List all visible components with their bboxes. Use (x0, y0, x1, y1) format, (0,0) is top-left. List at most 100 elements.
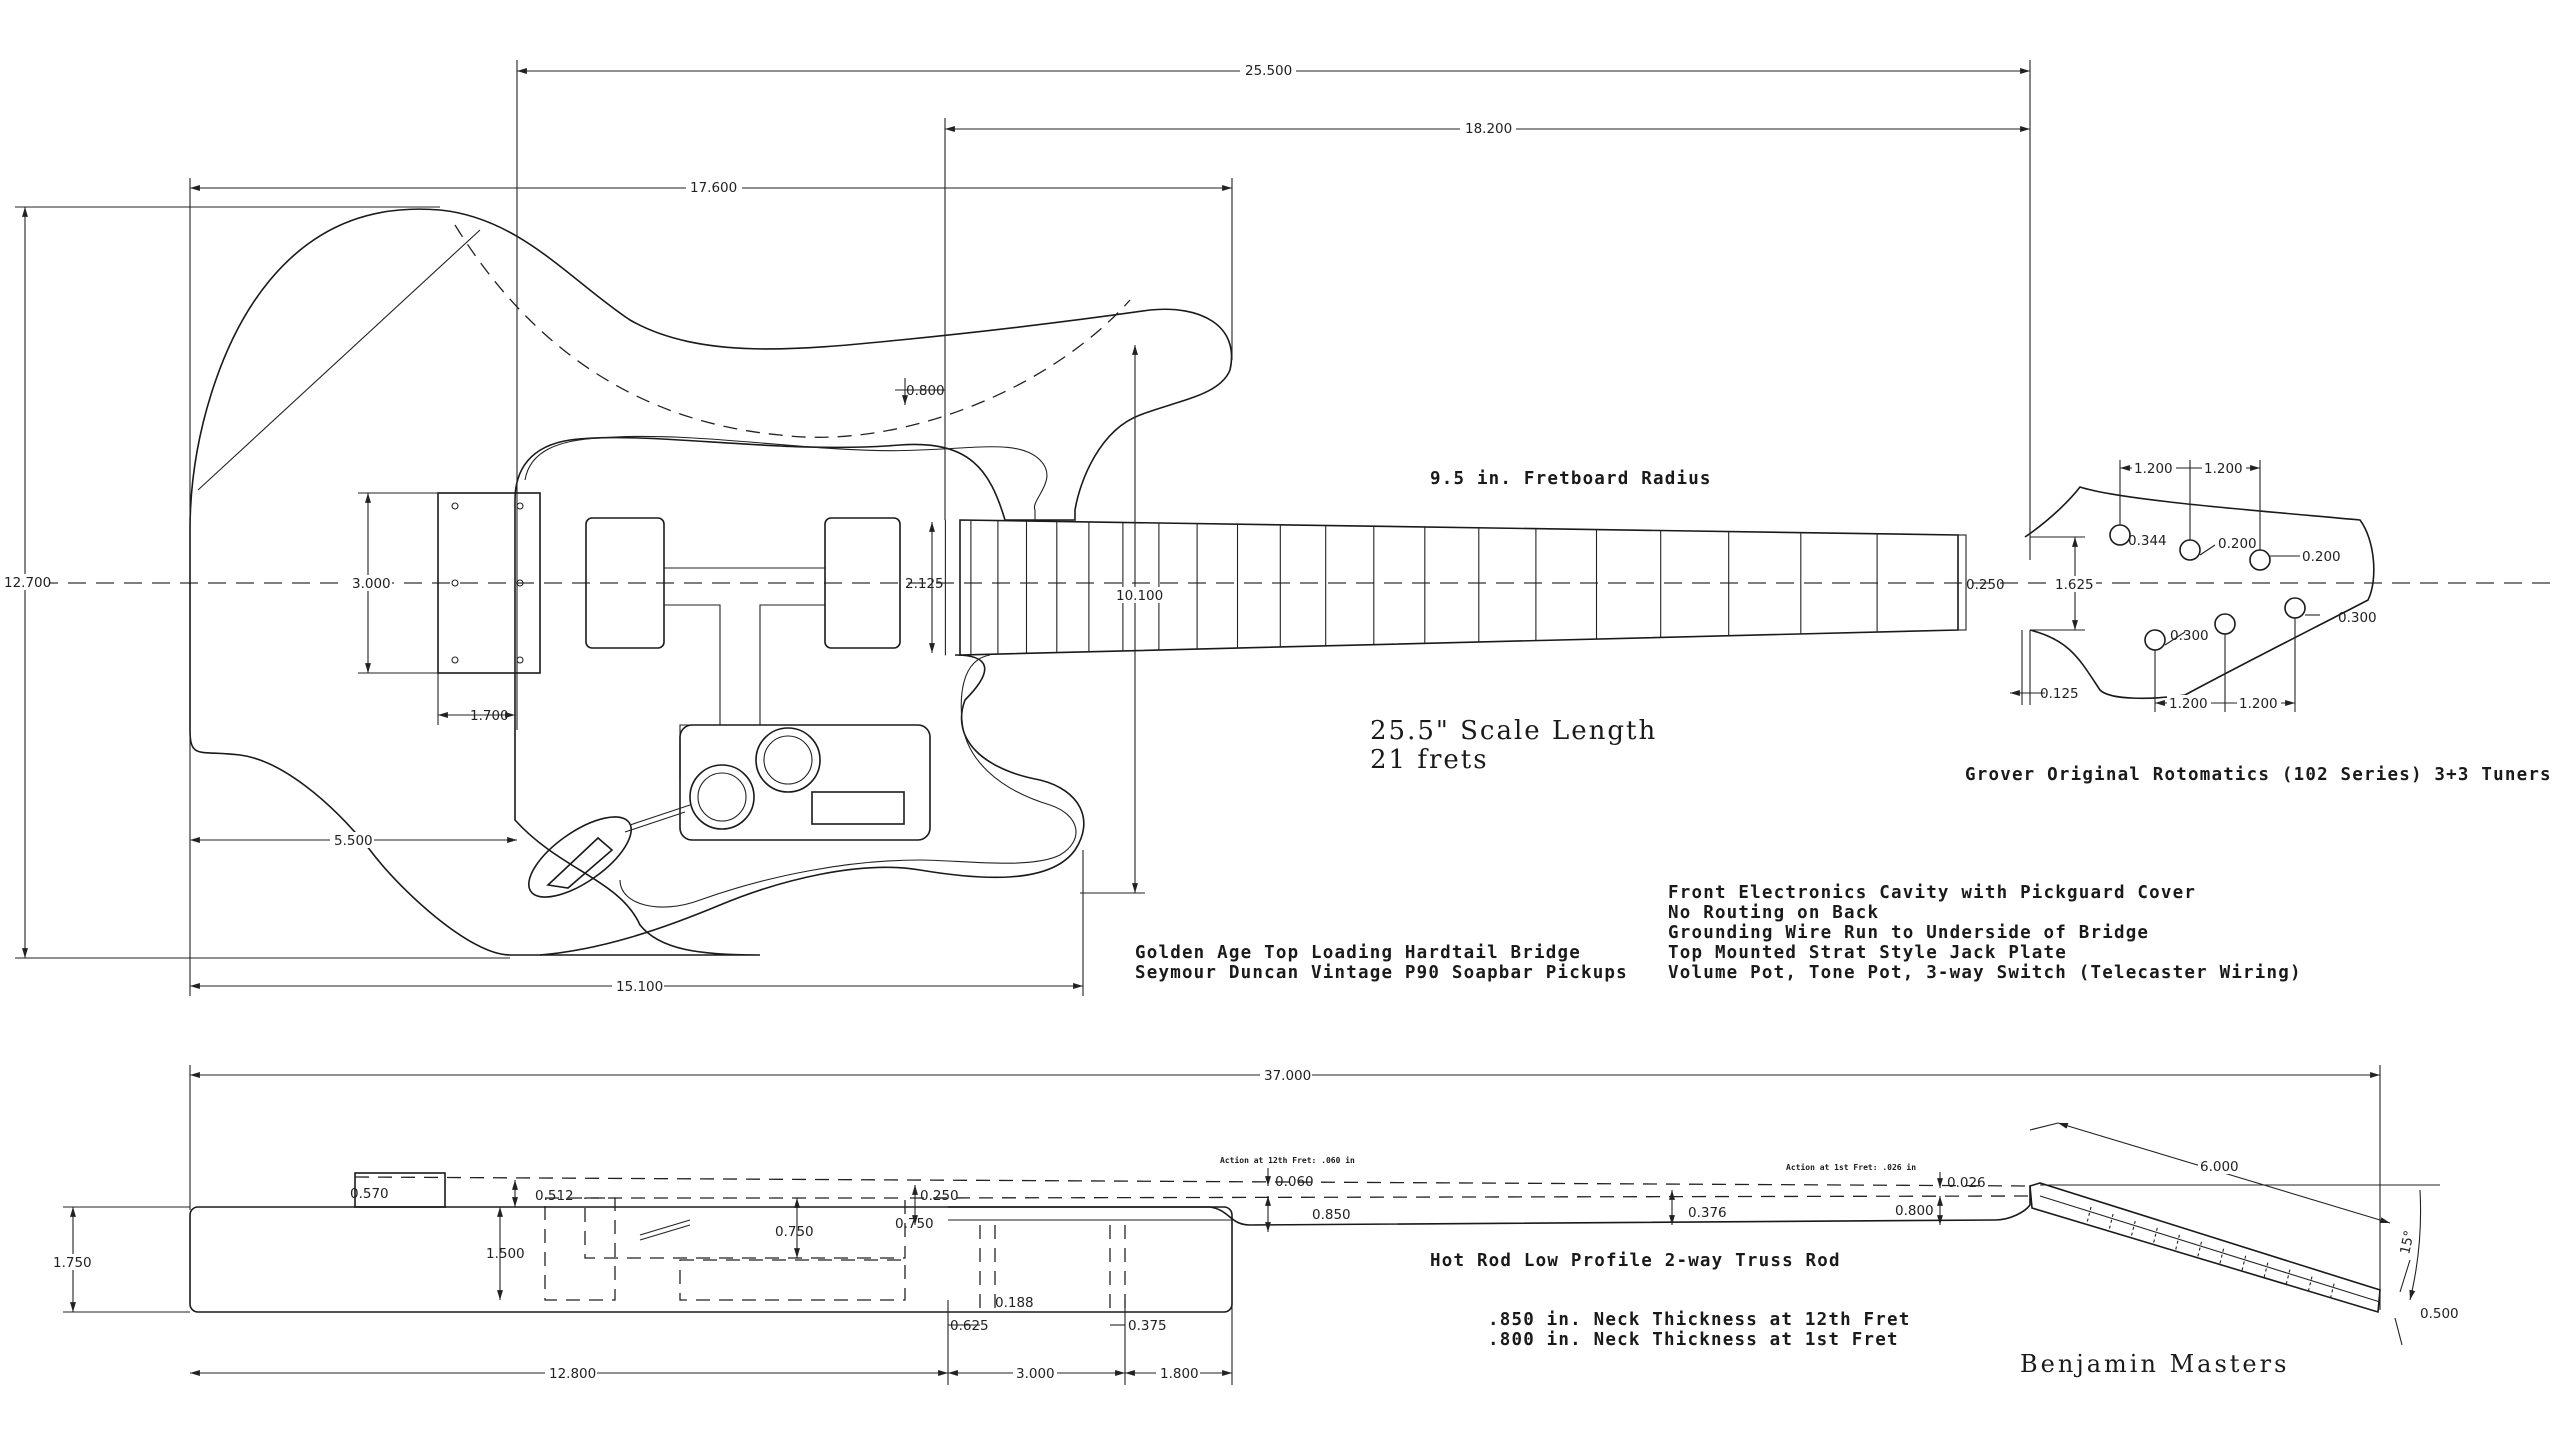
bridge-screw (516, 656, 524, 664)
neck-12th-note: .850 in. Neck Thickness at 12th Fret (1488, 1310, 1911, 1330)
control-cavity-side (679, 1259, 906, 1301)
dim-label: 1.700 (470, 708, 509, 724)
dim-label: 0.250 (1966, 577, 2005, 593)
top-view: 25.500 18.200 17.600 12.700 3.000 1.700 … (2, 60, 2555, 996)
tuner-hole-5 (2214, 613, 2236, 635)
dim-label: 12.800 (549, 1366, 596, 1382)
neck-1st-note: .800 in. Neck Thickness at 1st Fret (1488, 1330, 1899, 1350)
jack-wire (629, 804, 691, 826)
dim-label: 37.000 (1264, 1068, 1311, 1084)
dim-label: 1.200 (2204, 461, 2243, 477)
dim-label: 12.700 (4, 575, 51, 591)
frets (944, 519, 1878, 656)
pickup-cavity-side (584, 1197, 906, 1259)
pickguard-lower (619, 654, 1077, 908)
dim-label: 15.100 (616, 979, 663, 995)
fretboard-radius-note: 9.5 in. Fretboard Radius (1430, 469, 1712, 489)
dim-label: 0.344 (2128, 533, 2167, 549)
volume-pot-inner (697, 772, 747, 822)
tuner-hole-1 (2109, 524, 2131, 546)
tuner-mark (2086, 1206, 2092, 1224)
dim-label: 0.800 (1895, 1203, 1934, 1219)
neck-pickup (824, 517, 901, 649)
dim-label: 18.200 (1465, 121, 1512, 137)
tuner-mark (2329, 1283, 2335, 1300)
body-side (189, 1206, 1233, 1313)
dim-label: 0.060 (1275, 1174, 1314, 1190)
dim-label: 0.800 (906, 383, 945, 399)
dim-label: 25.500 (1245, 63, 1292, 79)
dim-label: 1.200 (2134, 461, 2173, 477)
action-12th-note: Action at 12th Fret: .060 in (1220, 1155, 1355, 1165)
dim-label: 1.500 (486, 1246, 525, 1262)
tuner-hole-4 (2284, 597, 2306, 619)
electronics-note-2: No Routing on Back (1668, 903, 1879, 923)
dim-label: 0.625 (950, 1318, 989, 1334)
dim-label: 0.750 (775, 1224, 814, 1240)
tuner-hole-6 (2144, 629, 2166, 651)
headstock-outline (2024, 486, 2375, 700)
wire-channel-right (759, 604, 825, 726)
bridge-screw (451, 579, 459, 587)
neck-outline (959, 519, 1959, 656)
dim-label: 0.512 (535, 1188, 574, 1204)
control-cavity (679, 724, 931, 841)
action-1st-note: Action at 1st Fret: .026 in (1786, 1162, 1916, 1172)
jack-plate (528, 816, 632, 898)
side-view: 37.000 1.750 0.570 0.512 (50, 1065, 2459, 1385)
dim-label: 0.026 (1947, 1175, 1986, 1191)
bridge-pickup (585, 517, 665, 649)
arm-bevel-line (197, 229, 481, 491)
dim-label: 0.188 (995, 1295, 1034, 1311)
electronics-note-5: Volume Pot, Tone Pot, 3-way Switch (Tele… (1668, 963, 2302, 983)
wire-channel (664, 604, 721, 780)
body-outline (189, 208, 1233, 956)
tuner-mark (2241, 1255, 2247, 1272)
dim-label: 0.750 (895, 1216, 934, 1232)
tuners-note: Grover Original Rotomatics (102 Series) … (1965, 765, 2552, 785)
string-line (354, 1176, 2031, 1187)
dim-label: 17.600 (690, 180, 737, 196)
bridge-side (354, 1172, 446, 1208)
tuner-mark (2263, 1262, 2269, 1279)
headstock-side (2029, 1182, 2381, 1314)
dim-label: 0.300 (2170, 628, 2209, 644)
dim-label: 10.100 (1116, 588, 1163, 604)
tuner-mark (2152, 1227, 2158, 1245)
tuner-hole-2 (2179, 539, 2201, 561)
dim-label: 1.200 (2239, 696, 2278, 712)
bridge-screw (451, 502, 459, 510)
electronics-note-4: Top Mounted Strat Style Jack Plate (1668, 943, 2067, 963)
dim-label: 0.375 (1128, 1318, 1167, 1334)
dim-label: 6.000 (2200, 1159, 2239, 1175)
pickguard-outline (524, 435, 1048, 520)
neck-side (948, 1186, 2031, 1226)
scale-length-note: 25.5" Scale Length (1370, 716, 1657, 746)
bridge-screw (516, 502, 524, 510)
tone-pot (755, 727, 821, 793)
pickup-cavity-side (544, 1197, 616, 1301)
tuner-mark (2285, 1269, 2291, 1286)
frets-note: 21 frets (1370, 745, 1489, 775)
bridge-note: Golden Age Top Loading Hardtail Bridge (1135, 943, 1581, 963)
pickups-note: Seymour Duncan Vintage P90 Soapbar Picku… (1135, 963, 1628, 983)
selector-switch (811, 791, 905, 825)
dim-label: 1.800 (1160, 1366, 1199, 1382)
dim-label: 0.250 (920, 1188, 959, 1204)
dim-label: 0.570 (350, 1186, 389, 1202)
tuner-mark (2108, 1213, 2114, 1231)
volume-pot (689, 764, 755, 830)
dim-label: 5.500 (334, 833, 373, 849)
dim-label: 2.125 (905, 576, 944, 592)
dim-label: 0.500 (2420, 1306, 2459, 1322)
dim-label: 0.300 (2338, 610, 2377, 626)
dim-label: 0.850 (1312, 1207, 1351, 1223)
fingerboard-top (909, 1195, 2031, 1199)
electronics-note-1: Front Electronics Cavity with Pickguard … (1668, 883, 2196, 903)
dim-label: 1.625 (2055, 577, 2094, 593)
tuner-mark (2130, 1220, 2136, 1238)
tuner-mark (2196, 1241, 2203, 1258)
electronics-note-3: Grounding Wire Run to Underside of Bridg… (1668, 923, 2149, 943)
jack-plate-inner (546, 836, 614, 889)
dim-label: 15° (2397, 1229, 2418, 1256)
